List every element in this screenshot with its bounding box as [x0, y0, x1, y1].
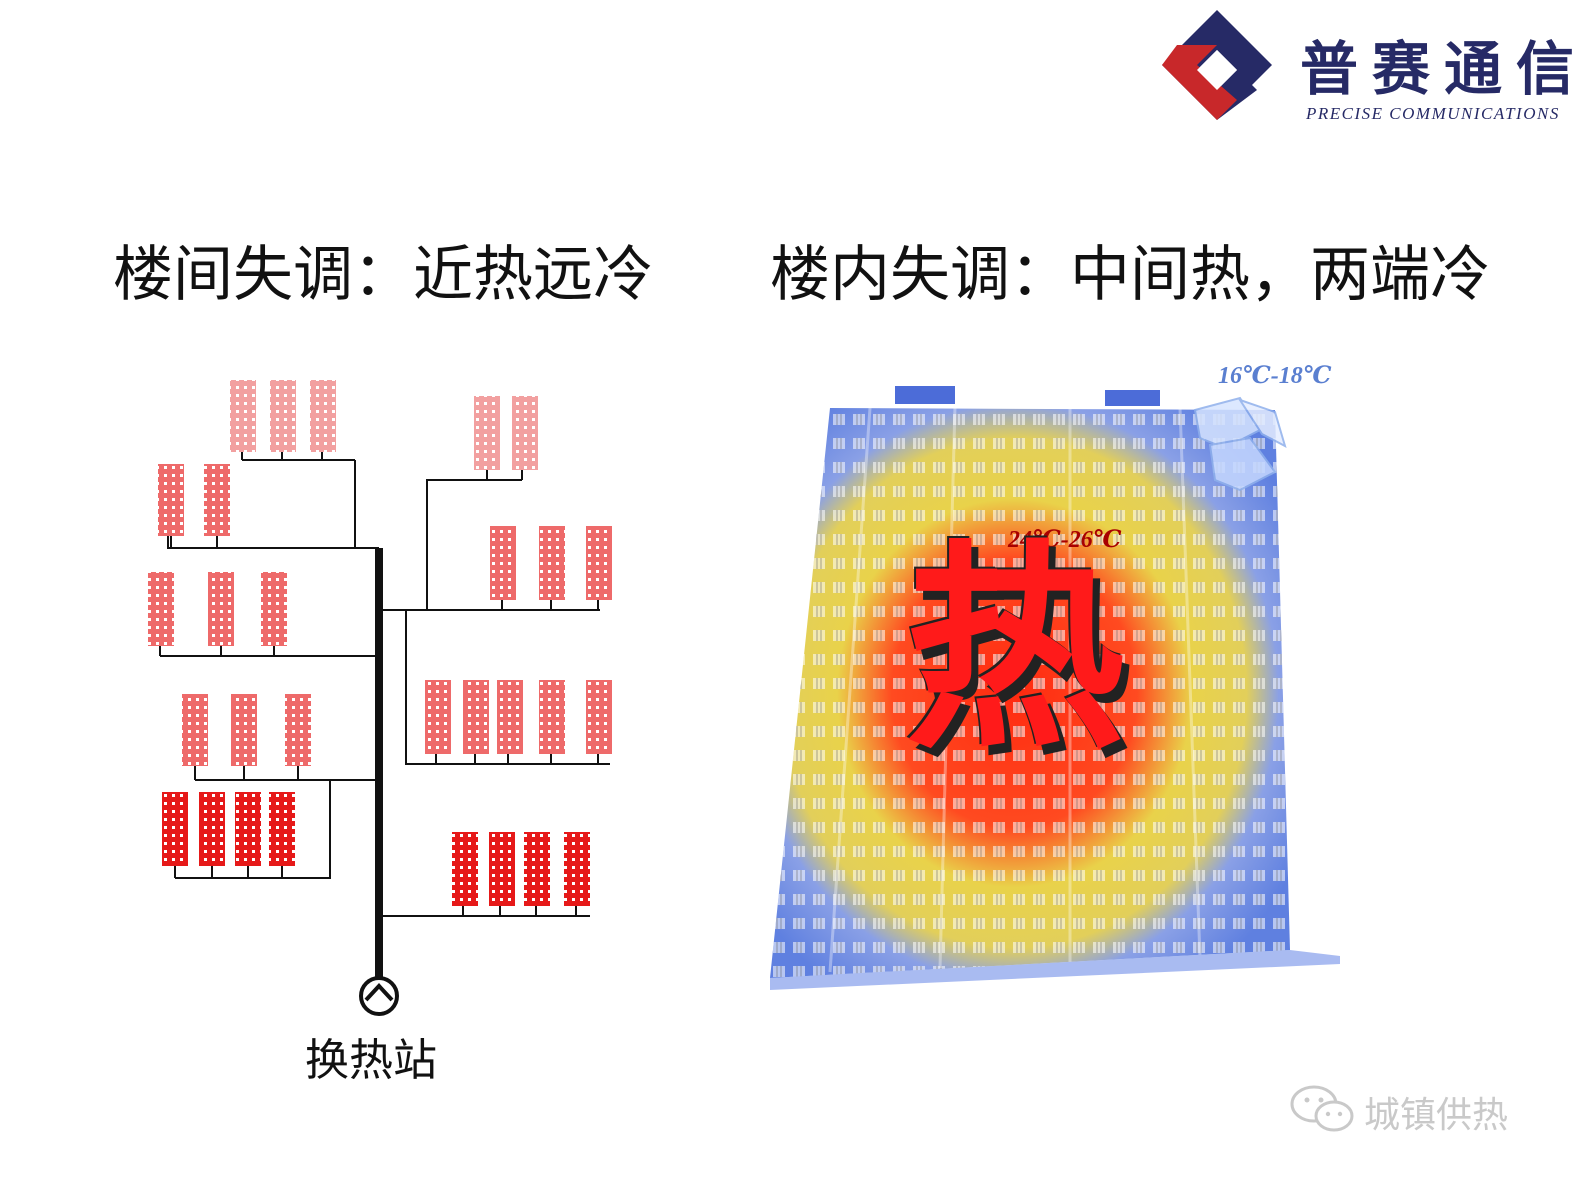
- heading-within-building: 楼内失调：中间热，两端冷: [770, 240, 1490, 310]
- building-group-far-right-top: [474, 396, 538, 470]
- heat-exchange-station-label: 换热站: [305, 1035, 437, 1086]
- hot-character: 热: [905, 522, 1126, 778]
- hot-temperature-label: 24℃-26℃: [1008, 527, 1122, 553]
- wechat-icon: [1290, 1085, 1354, 1132]
- building-group-near-left: [162, 792, 295, 866]
- logo-diamond-icon: [1162, 10, 1272, 120]
- building-group-right-2: [490, 526, 612, 600]
- building-heatmap-illustration: [770, 386, 1340, 990]
- cold-temperature-label: 16℃-18℃: [1218, 363, 1332, 389]
- building-group-right-3: [425, 680, 612, 754]
- building-group-far-left-top: [230, 380, 336, 452]
- logo-name-en: PRECISE COMMUNICATIONS: [1306, 104, 1560, 123]
- pump-icon: [359, 976, 399, 1016]
- heading-between-buildings: 楼间失调：近热远冷: [113, 240, 653, 310]
- building-group-left-4: [182, 694, 311, 766]
- building-group-left-3: [148, 572, 287, 646]
- logo-name-cn: 普赛通信: [1300, 35, 1587, 103]
- company-logo: 普赛通信 PRECISE COMMUNICATIONS: [1160, 8, 1580, 126]
- building-group-left-2: [158, 464, 230, 536]
- watermark-text: 城镇供热: [1364, 1095, 1509, 1136]
- building-group-near-right: [452, 832, 590, 906]
- ice-icon: [1193, 396, 1287, 492]
- heating-network-diagram: [148, 380, 612, 1016]
